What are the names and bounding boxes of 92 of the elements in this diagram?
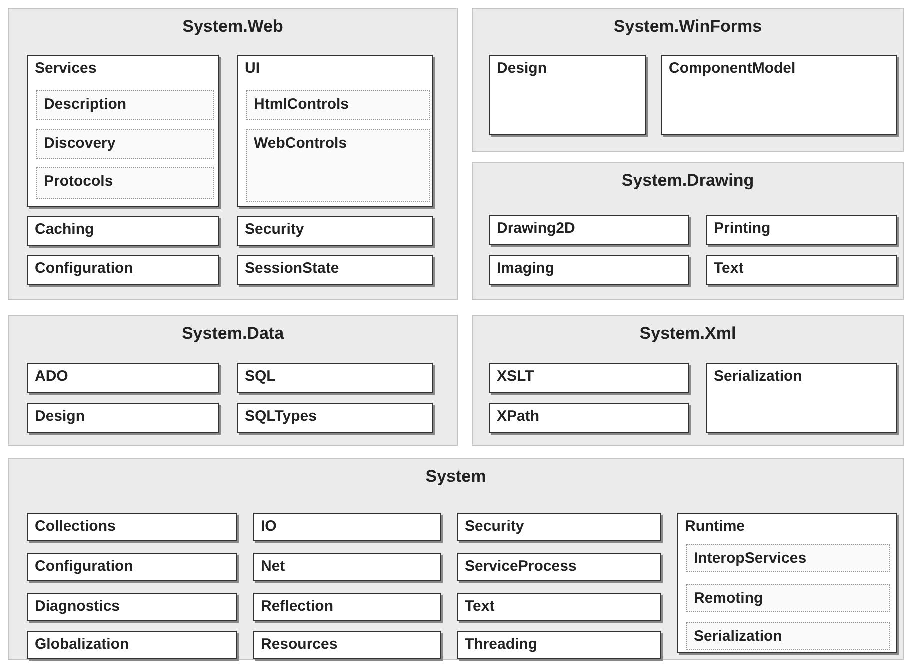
namespace-box — [457, 631, 661, 659]
namespace-box — [489, 363, 689, 393]
namespace-box — [237, 363, 433, 393]
namespace-label: HtmlControls — [254, 96, 349, 113]
panel-title: System.Drawing — [620, 171, 756, 191]
namespace-panel — [472, 315, 904, 446]
namespace-panel — [8, 458, 904, 660]
namespace-box — [661, 55, 897, 135]
namespace-box — [237, 255, 433, 285]
namespace-box — [253, 553, 441, 581]
namespace-box — [706, 363, 897, 433]
namespace-label: Security — [245, 221, 304, 238]
namespace-label: Runtime — [685, 518, 745, 535]
namespace-label: SessionState — [245, 260, 340, 277]
namespace-box — [489, 255, 689, 285]
namespace-label: XPath — [497, 408, 540, 425]
namespace-label: Remoting — [694, 590, 764, 607]
namespace-label: InteropServices — [694, 550, 807, 567]
namespace-box — [706, 255, 897, 285]
namespace-box — [27, 403, 219, 433]
namespace-label: ComponentModel — [669, 60, 796, 77]
namespace-label: Serialization — [714, 368, 802, 385]
namespace-label: Protocols — [44, 173, 114, 190]
namespace-box — [237, 55, 433, 207]
namespace-label: Drawing2D — [497, 220, 576, 237]
namespace-label: Threading — [465, 636, 538, 653]
panel-title: System.Data — [180, 324, 286, 344]
namespace-box — [237, 216, 433, 246]
namespace-label: WebControls — [254, 135, 348, 152]
namespace-label: Text — [465, 598, 495, 615]
namespace-label: Printing — [714, 220, 771, 237]
namespace-label: Serialization — [694, 628, 782, 645]
namespace-label: Collections — [35, 518, 116, 535]
sub-namespace-box — [246, 90, 430, 120]
namespace-box — [27, 553, 237, 581]
namespace-label: Discovery — [44, 135, 116, 152]
namespace-box — [27, 363, 219, 393]
namespace-box — [489, 403, 689, 433]
namespace-label: Resources — [261, 636, 338, 653]
namespace-box — [706, 215, 897, 245]
sub-namespace-box — [686, 622, 890, 650]
namespace-box — [27, 255, 219, 285]
namespace-box — [489, 55, 646, 135]
sub-namespace-box — [36, 129, 214, 159]
sub-namespace-box — [36, 90, 214, 120]
namespace-box — [253, 513, 441, 541]
sub-namespace-box — [686, 544, 890, 572]
panel-title: System.Web — [182, 17, 284, 37]
sub-namespace-box — [686, 584, 890, 612]
namespace-panel — [472, 8, 904, 152]
namespace-label: XSLT — [497, 368, 534, 385]
namespace-box — [27, 513, 237, 541]
namespace-box — [457, 593, 661, 621]
sub-namespace-box — [36, 167, 214, 199]
panel-title: System.WinForms — [612, 17, 764, 37]
namespace-label: Reflection — [261, 598, 334, 615]
namespace-label: Security — [465, 518, 524, 535]
panel-title: System.Xml — [638, 324, 738, 344]
namespace-box — [253, 631, 441, 659]
namespace-box — [27, 55, 219, 207]
namespace-box — [457, 513, 661, 541]
namespace-label: Configuration — [35, 260, 134, 277]
namespace-panel — [8, 315, 458, 446]
namespace-box — [27, 216, 219, 246]
namespace-label: Caching — [35, 221, 94, 238]
namespace-label: IO — [261, 518, 277, 535]
namespace-label: Net — [261, 558, 286, 575]
namespace-label: Diagnostics — [35, 598, 120, 615]
namespace-label: Globalization — [35, 636, 130, 653]
namespace-box — [237, 403, 433, 433]
namespace-box — [457, 553, 661, 581]
namespace-box — [489, 215, 689, 245]
namespace-panel — [8, 8, 458, 300]
namespace-box — [27, 631, 237, 659]
namespace-label: UI — [245, 60, 260, 77]
sub-namespace-box — [246, 129, 430, 202]
namespace-label: ADO — [35, 368, 68, 385]
namespace-label: Configuration — [35, 558, 134, 575]
namespace-label: Services — [35, 60, 97, 77]
namespace-label: SQLTypes — [245, 408, 317, 425]
panel-title: System — [424, 467, 488, 487]
namespace-label: Design — [497, 60, 548, 77]
namespace-box — [253, 593, 441, 621]
namespace-label: Description — [44, 96, 127, 113]
namespace-label: Imaging — [497, 260, 555, 277]
namespace-box — [677, 513, 897, 653]
namespace-label: Text — [714, 260, 744, 277]
namespace-label: ServiceProcess — [465, 558, 577, 575]
namespace-box — [27, 593, 237, 621]
namespace-label: SQL — [245, 368, 276, 385]
namespace-panel — [472, 162, 904, 300]
namespace-label: Design — [35, 408, 86, 425]
